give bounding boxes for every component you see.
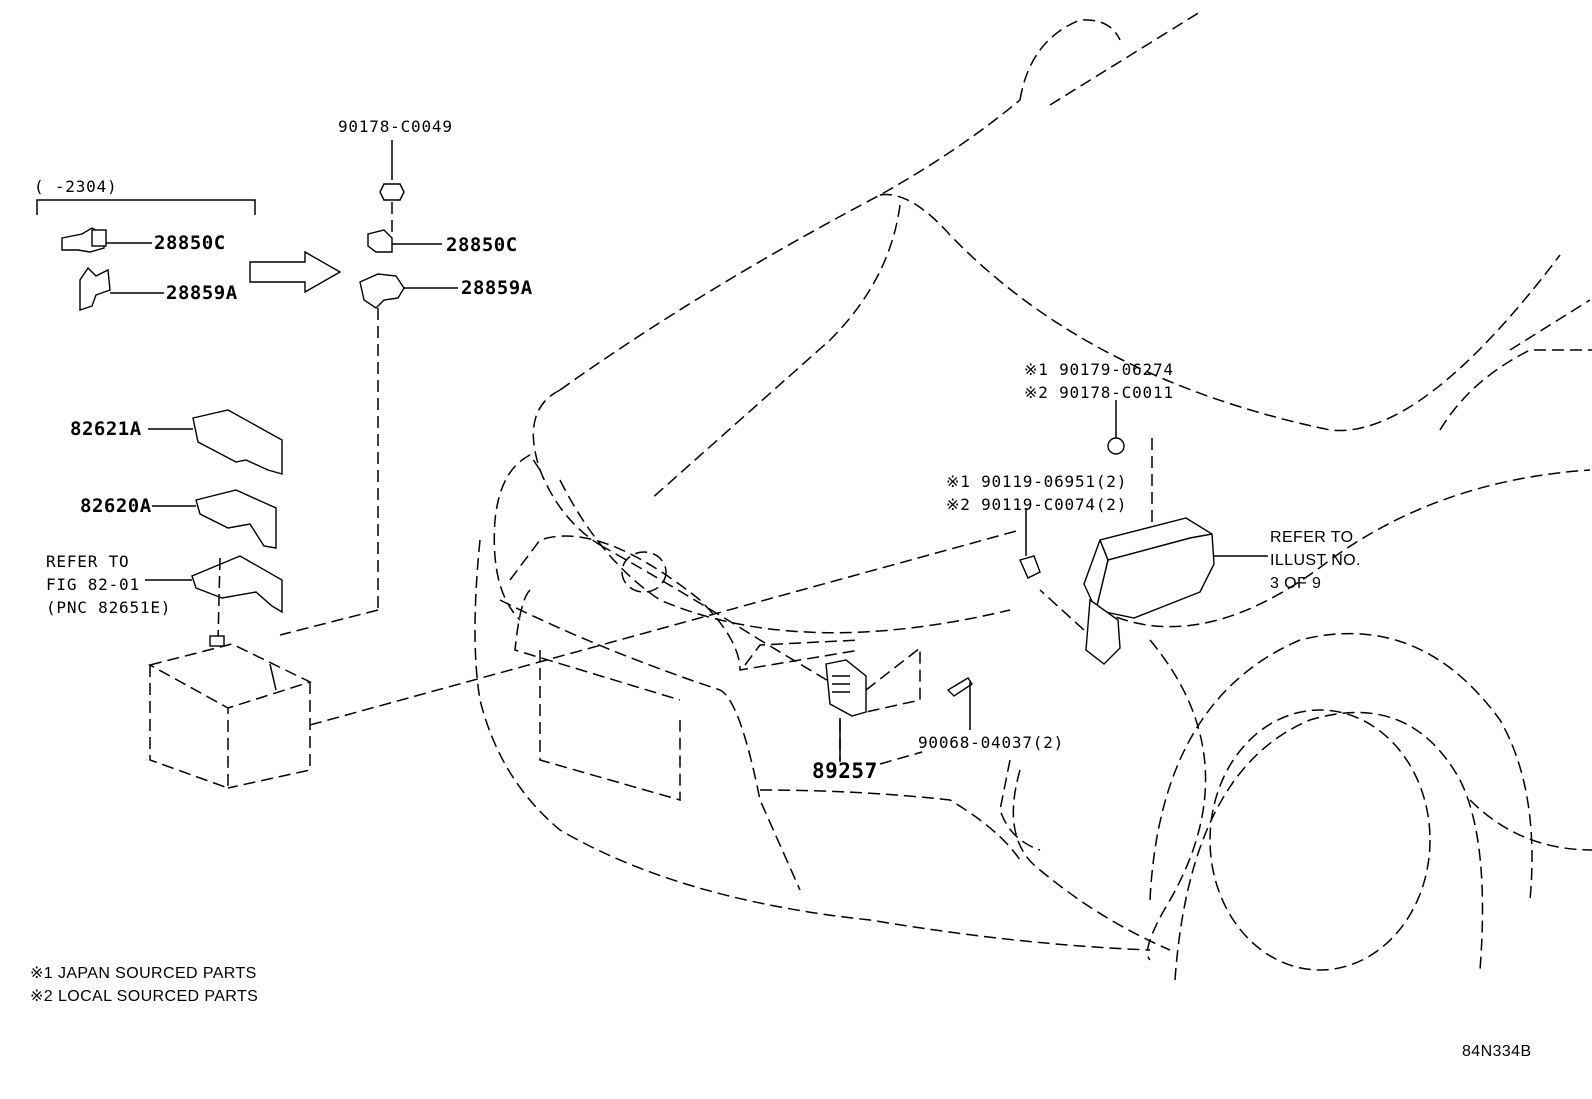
arrow-right — [249, 250, 342, 294]
callout-refer-illust: REFER TO ILLUST NO. 3 OF 9 — [1270, 526, 1361, 595]
refer-illust-line-1: REFER TO — [1270, 529, 1354, 546]
refer-illust-line-3: 3 OF 9 — [1270, 575, 1322, 592]
callout-sensor-left: 28850C — [154, 232, 226, 254]
nut-box-line-1: ※1 90179-06274 — [1024, 360, 1174, 379]
legend-line-1: ※1 JAPAN SOURCED PARTS — [30, 965, 257, 982]
nut-box-line-2: ※2 90178-C0011 — [1024, 383, 1174, 402]
refer-fig-line-2: FIG 82-01 — [46, 575, 140, 594]
refer-illust-line-2: ILLUST NO. — [1270, 552, 1361, 569]
callout-module: 89257 — [812, 759, 878, 783]
refer-fig-line-3: (PNC 82651E) — [46, 598, 172, 617]
sensor-right-part — [367, 229, 442, 253]
relay-box-part — [1039, 438, 1268, 665]
callout-nut-top: 90178-C0049 — [338, 117, 453, 136]
callout-refer-fig: REFER TO FIG 82-01 (PNC 82651E) — [46, 550, 171, 619]
bracket-left-part — [79, 266, 164, 311]
module-89257-part — [825, 646, 921, 762]
legend-line-2: ※2 LOCAL SOURCED PARTS — [30, 988, 259, 1005]
battery-part — [147, 529, 1021, 790]
nut-top-part — [379, 140, 405, 232]
callout-bracket-left: 28859A — [166, 282, 238, 304]
bolt-box-part — [1019, 508, 1041, 579]
callout-cover-lower: 82620A — [80, 495, 152, 517]
callout-bolt-box: ※1 90119-06951(2) ※2 90119-C0074(2) — [946, 470, 1127, 516]
bolt-module-part — [946, 677, 973, 730]
bracket-right-part — [279, 273, 458, 636]
range-label: ( -2304) — [34, 177, 118, 196]
callout-bracket-right: 28859A — [461, 277, 533, 299]
nut-box-part — [1107, 400, 1125, 455]
callout-bolt-module: 90068-04037(2) — [918, 733, 1065, 752]
range-bracket — [36, 199, 256, 215]
sensor-left-part — [61, 227, 152, 253]
callout-nut-box: ※1 90179-06274 ※2 90178-C0011 — [1024, 358, 1174, 404]
refer-fig-line-1: REFER TO — [46, 552, 130, 571]
legend: ※1 JAPAN SOURCED PARTS ※2 LOCAL SOURCED … — [30, 962, 258, 1008]
callout-sensor-right: 28850C — [446, 234, 518, 256]
cover-upper-part — [148, 409, 283, 475]
bolt-box-line-2: ※2 90119-C0074(2) — [946, 495, 1128, 514]
bolt-box-line-1: ※1 90119-06951(2) — [946, 472, 1128, 491]
illustration-code: 84N334B — [1462, 1043, 1532, 1060]
battery-clamp-part — [145, 555, 283, 641]
callout-cover-upper: 82621A — [70, 418, 142, 440]
cover-lower-part — [152, 489, 277, 549]
vehicle-outline — [474, 11, 1592, 981]
